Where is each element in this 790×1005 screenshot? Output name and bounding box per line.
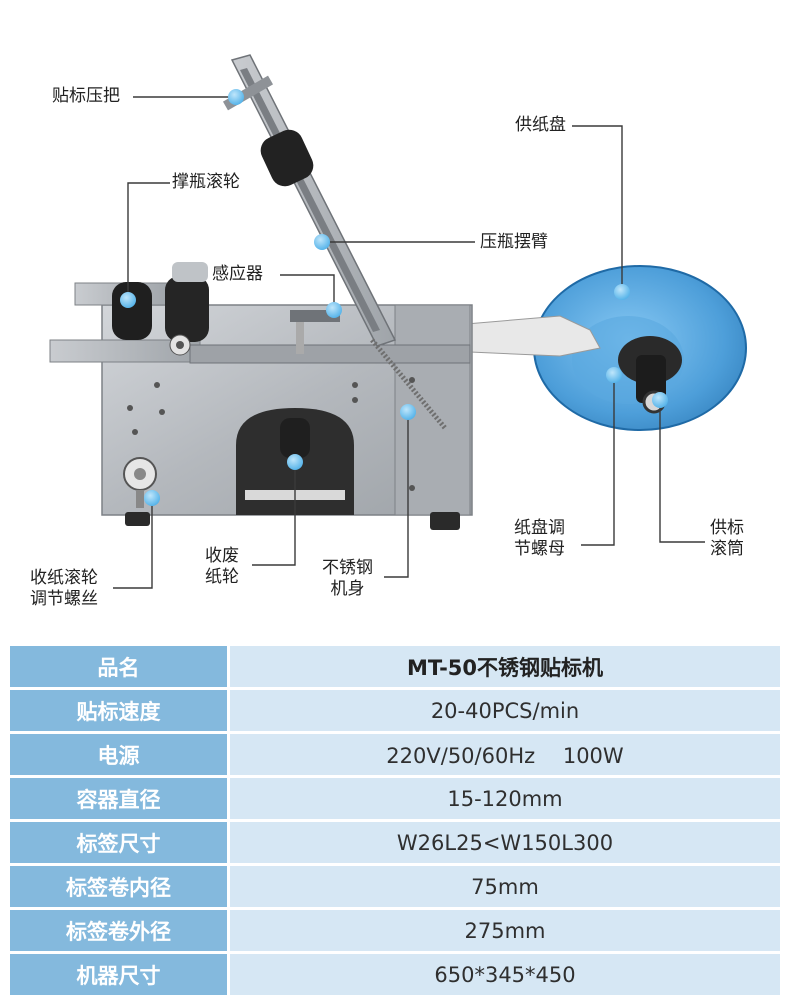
spec-value: 220V/50/60Hz 100W: [230, 734, 780, 775]
top-shelf: [189, 344, 471, 364]
spec-label: 机器尺寸: [10, 954, 230, 995]
spec-label: 贴标速度: [10, 690, 230, 731]
spec-row: 贴标速度 20-40PCS/min: [10, 690, 780, 731]
marker-dots: [120, 89, 668, 506]
spec-label: 标签卷内径: [10, 866, 230, 907]
waste-paper-roller: [280, 418, 310, 458]
leader-lines: [113, 96, 705, 589]
spec-label: 品名: [10, 646, 230, 687]
callout-paper-supply-reel: 供纸盘: [515, 115, 566, 135]
callout-reel-adjust-nut-line1: 纸盘调: [514, 518, 565, 538]
callout-label-supply-tube-line1: 供标: [710, 518, 744, 538]
spec-value: 650*345*450: [230, 954, 780, 995]
callout-stainless-steel-body-line2: 机身: [330, 579, 365, 599]
spec-value: MT-50不锈钢贴标机: [230, 646, 780, 687]
spec-label: 容器直径: [10, 778, 230, 819]
spec-row: 品名 MT-50不锈钢贴标机: [10, 646, 780, 687]
spec-row: 标签卷内径 75mm: [10, 866, 780, 907]
callout-label-supply-tube-line2: 滚筒: [710, 539, 744, 559]
spec-label: 标签尺寸: [10, 822, 230, 863]
callout-take-up-roller-screw-line1: 收纸滚轮: [30, 568, 98, 588]
spec-row: 容器直径 15-120mm: [10, 778, 780, 819]
callout-stainless-steel-body: 不锈钢 机身: [322, 558, 373, 600]
callout-reel-adjust-nut: 纸盘调 节螺母: [514, 518, 565, 560]
callout-label-press-handle: 贴标压把: [52, 86, 120, 106]
spec-row: 机器尺寸 650*345*450: [10, 954, 780, 995]
callout-waste-paper-roller-line2: 纸轮: [205, 567, 239, 587]
spec-row: 电源 220V/50/60Hz 100W: [10, 734, 780, 775]
spec-row: 标签卷外径 275mm: [10, 910, 780, 951]
callout-label-supply-tube: 供标 滚筒: [710, 518, 744, 560]
callout-sensor: 感应器: [212, 264, 263, 284]
spec-label: 标签卷外径: [10, 910, 230, 951]
spec-value: 20-40PCS/min: [230, 690, 780, 731]
spec-value: W26L25<W150L300: [230, 822, 780, 863]
spring: [370, 338, 447, 430]
spec-table: 品名 MT-50不锈钢贴标机 贴标速度 20-40PCS/min 电源 220V…: [10, 643, 780, 998]
spec-value: 15-120mm: [230, 778, 780, 819]
take-up-roller: [123, 457, 157, 508]
spec-label: 电源: [10, 734, 230, 775]
callout-bottle-support-roller: 撑瓶滚轮: [172, 172, 240, 192]
callout-waste-paper-roller-line1: 收废: [205, 546, 239, 566]
spec-row: 标签尺寸 W26L25<W150L300: [10, 822, 780, 863]
label-supply-tube: [618, 336, 682, 414]
callout-waste-paper-roller: 收废 纸轮: [205, 546, 239, 588]
spec-value: 75mm: [230, 866, 780, 907]
bottle-press-arm: [230, 54, 397, 347]
machine-illustration: [49, 54, 747, 589]
callout-take-up-roller-screw: 收纸滚轮 调节螺丝: [30, 568, 98, 610]
callout-take-up-roller-screw-line2: 调节螺丝: [30, 589, 98, 609]
spec-value: 275mm: [230, 910, 780, 951]
callout-bottle-press-arm: 压瓶摆臂: [480, 232, 548, 252]
callout-stainless-steel-body-line1: 不锈钢: [322, 558, 373, 578]
callout-reel-adjust-nut-line2: 节螺母: [514, 539, 565, 559]
